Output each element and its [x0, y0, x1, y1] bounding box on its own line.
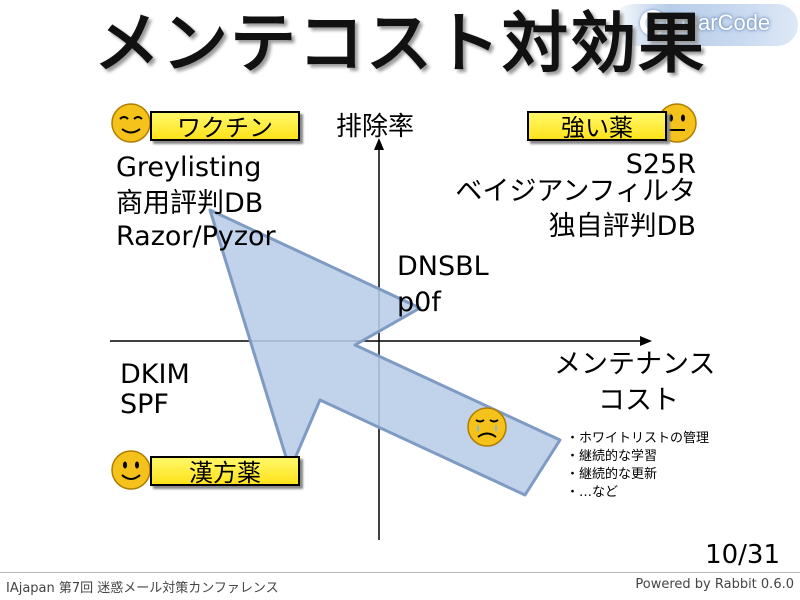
x-axis-label-line1: メンテナンス	[554, 349, 716, 380]
list-item: ベイジアンフィルタ	[455, 176, 696, 207]
logo-text: ClearCode	[665, 10, 771, 35]
crying-face-icon	[467, 407, 507, 447]
page-number: 10/31	[705, 540, 780, 570]
list-item: SPF	[120, 389, 169, 420]
big-arrow-shape	[208, 208, 562, 497]
footer-event-name: IAjapan 第7回 迷惑メール対策カンファレンス	[6, 581, 279, 596]
footer-divider	[0, 572, 800, 573]
strong-medicine-badge: 強い薬	[527, 111, 667, 142]
neutral-face-icon	[657, 103, 697, 143]
cost-note: ・継続的な学習	[566, 449, 658, 464]
herbal-medicine-badge: 漢方薬	[150, 456, 300, 487]
cost-note: ・ホワイトリストの管理	[566, 431, 710, 446]
logo-swirl-icon	[640, 10, 666, 36]
list-item: p0f	[397, 287, 441, 318]
footer-powered-by: Powered by Rabbit 0.6.0	[635, 577, 794, 592]
list-item: 商用評判DB	[116, 188, 264, 219]
smiling-face-icon	[111, 450, 151, 490]
y-axis-label: 排除率	[336, 112, 415, 142]
list-item: S25R	[625, 149, 696, 180]
x-axis-label-line2: コスト	[598, 385, 679, 416]
slide-title: メンテコスト対効果	[94, 5, 706, 82]
list-item: 独自評判DB	[548, 211, 696, 242]
list-item: Razor/Pyzor	[116, 221, 276, 252]
vaccine-badge: ワクチン	[150, 111, 300, 142]
list-item: DNSBL	[397, 251, 489, 282]
cost-note: ・…など	[566, 485, 619, 500]
cost-note: ・継続的な更新	[566, 467, 658, 482]
relieved-face-icon	[111, 103, 151, 143]
list-item: Greylisting	[116, 152, 262, 183]
list-item: DKIM	[120, 359, 190, 390]
